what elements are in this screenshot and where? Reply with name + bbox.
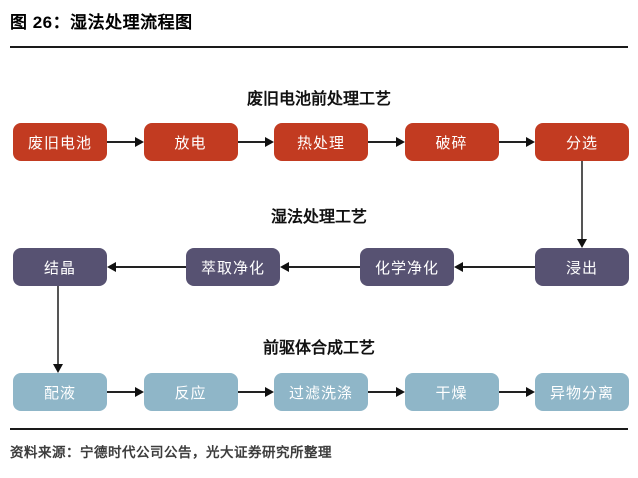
arrow-line (368, 391, 396, 393)
arrow-line (498, 141, 526, 143)
arrow-line (498, 391, 526, 393)
arrow-line (368, 141, 396, 143)
section-label-precursor: 前驱体合成工艺 (262, 340, 375, 357)
flow-box-pretreatment-2: 放电 (143, 123, 238, 161)
flow-box-precursor-1: 配液 (13, 373, 107, 411)
arrowhead-right-icon (134, 137, 144, 147)
flow-box-precursor-2: 反应 (143, 373, 238, 411)
arrow-line (107, 391, 135, 393)
flow-box-precursor-4: 干燥 (404, 373, 499, 411)
connector-line (57, 286, 59, 364)
flow-box-pretreatment-3: 热处理 (274, 123, 368, 161)
flow-box-wet-1: 结晶 (13, 248, 107, 286)
arrowhead-down-icon (52, 364, 63, 373)
arrowhead-right-icon (395, 137, 405, 147)
arrow-line (237, 141, 265, 143)
section-label-pretreatment: 废旧电池前处理工艺 (246, 91, 391, 108)
figure-title: 图 26：湿法处理流程图 (10, 13, 193, 32)
flow-box-precursor-3: 过滤洗涤 (274, 373, 368, 411)
flow-box-wet-4: 浸出 (535, 248, 629, 286)
arrow-line (107, 141, 135, 143)
flow-box-wet-2: 萃取净化 (186, 248, 280, 286)
source-note: 资料来源：宁德时代公司公告，光大证券研究所整理 (10, 445, 332, 460)
flow-box-pretreatment-4: 破碎 (404, 123, 499, 161)
flow-box-pretreatment-5: 分选 (535, 123, 629, 161)
arrowhead-right-icon (265, 387, 274, 397)
flow-box-wet-3: 化学净化 (360, 248, 454, 286)
arrowhead-right-icon (395, 387, 405, 397)
connector-line (581, 161, 583, 239)
arrowhead-left-icon (454, 262, 463, 272)
arrow-line (237, 391, 265, 393)
arrowhead-right-icon (265, 137, 274, 147)
arrow-line (463, 266, 535, 268)
arrowhead-right-icon (134, 387, 144, 397)
arrowhead-left-icon (280, 262, 289, 272)
flow-box-precursor-5: 异物分离 (535, 373, 629, 411)
arrowhead-left-icon (107, 262, 116, 272)
top-rule (10, 46, 628, 48)
section-label-wet: 湿法处理工艺 (270, 209, 367, 226)
arrowhead-right-icon (526, 387, 535, 397)
arrowhead-down-icon (576, 239, 587, 248)
flow-box-pretreatment-1: 废旧电池 (13, 123, 107, 161)
arrowhead-right-icon (526, 137, 535, 147)
arrow-line (116, 266, 186, 268)
bottom-rule (10, 428, 628, 430)
arrow-line (289, 266, 360, 268)
